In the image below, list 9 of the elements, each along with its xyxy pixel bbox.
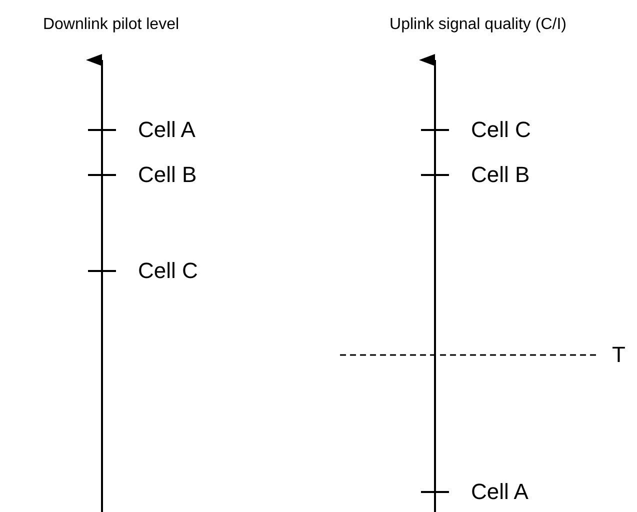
axis-title: Downlink pilot level xyxy=(42,17,180,33)
tick-label: Cell A xyxy=(471,481,528,503)
tick-label: Cell A xyxy=(138,119,196,141)
threshold-label: T xyxy=(612,344,626,366)
tick-label: Cell C xyxy=(471,119,531,141)
axis-title: Uplink signal quality (C/I) xyxy=(390,17,566,33)
tick-label: Cell C xyxy=(138,260,198,282)
tick-label: Cell B xyxy=(471,164,530,186)
tick-label: Cell B xyxy=(138,164,197,186)
